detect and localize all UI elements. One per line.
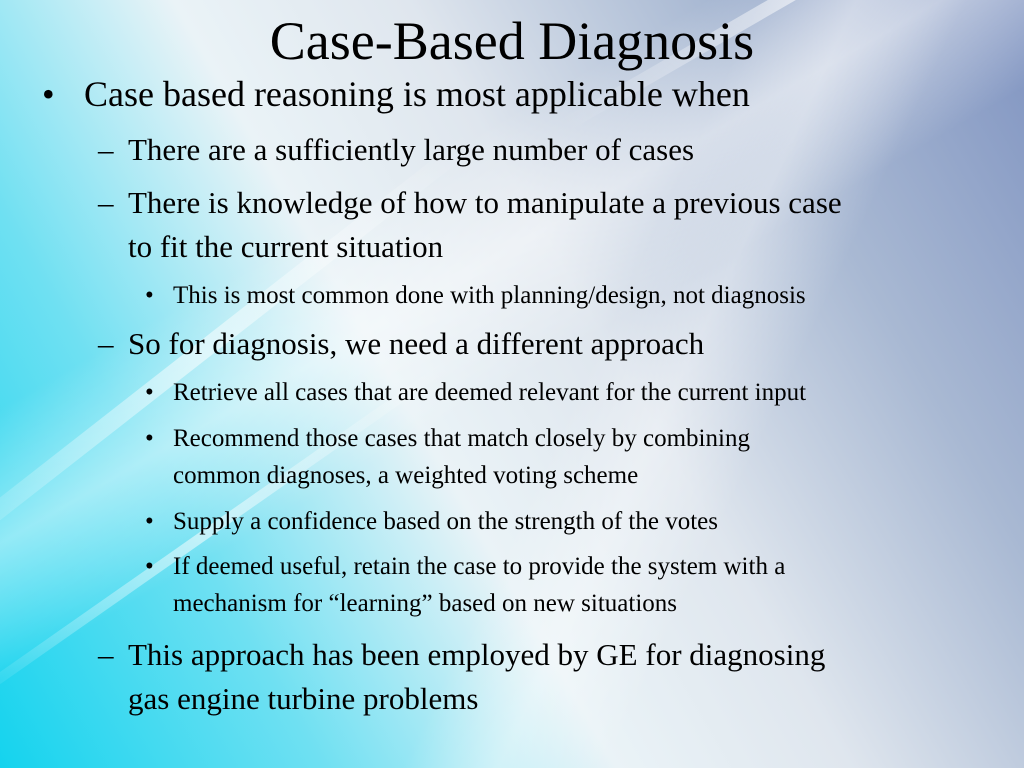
sub-bullet-item: • This is most common done with planning…: [145, 277, 806, 314]
sub-bullet-marker: •: [145, 425, 154, 452]
dash-marker: –: [98, 326, 114, 361]
sub-bullet-marker: •: [145, 508, 154, 535]
dash-text: There are a sufficiently large number of…: [128, 132, 695, 167]
sub-bullet-item: • Retrieve all cases that are deemed rel…: [145, 374, 806, 411]
slide-title: Case-Based Diagnosis: [269, 11, 755, 71]
bullet-text: Case based reasoning is most applicable …: [84, 74, 750, 114]
sub-bullet-marker: •: [145, 379, 154, 406]
dash-text: So for diagnosis, we need a different ap…: [128, 326, 705, 361]
dash-item: – There is knowledge of how to manipulat…: [98, 181, 842, 269]
dash-marker: –: [98, 637, 114, 672]
dash-item: – There are a sufficiently large number …: [98, 128, 694, 172]
bullet-marker: •: [42, 74, 55, 114]
sub-bullet-text-line: mechanism for “learning” based on new si…: [173, 590, 678, 617]
sub-bullet-text-line: common diagnoses, a weighted voting sche…: [173, 462, 639, 489]
sub-bullet-text-line: Recommend those cases that match closely…: [173, 425, 750, 452]
sub-bullet-marker: •: [145, 553, 154, 580]
sub-bullet-item: • Supply a confidence based on the stren…: [145, 503, 718, 540]
sub-bullet-text: Supply a confidence based on the strengt…: [173, 508, 718, 535]
sub-bullet-text: Retrieve all cases that are deemed relev…: [173, 379, 807, 406]
dash-marker: –: [98, 185, 114, 220]
sub-bullet-marker: •: [145, 282, 154, 309]
dash-item: – So for diagnosis, we need a different …: [98, 322, 704, 366]
dash-text-line: This approach has been employed by GE fo…: [128, 637, 826, 672]
dash-text-line: to fit the current situation: [128, 229, 444, 264]
dash-text-line: gas engine turbine problems: [128, 681, 479, 716]
sub-bullet-text-line: If deemed useful, retain the case to pro…: [173, 553, 786, 580]
sub-bullet-text: This is most common done with planning/d…: [173, 282, 806, 309]
bullet-item: • Case based reasoning is most applicabl…: [42, 72, 750, 116]
sub-bullet-item: • If deemed useful, retain the case to p…: [145, 548, 785, 622]
sub-bullet-item: • Recommend those cases that match close…: [145, 420, 750, 494]
dash-item: – This approach has been employed by GE …: [98, 633, 825, 721]
dash-text-line: There is knowledge of how to manipulate …: [128, 185, 842, 220]
dash-marker: –: [98, 132, 114, 167]
